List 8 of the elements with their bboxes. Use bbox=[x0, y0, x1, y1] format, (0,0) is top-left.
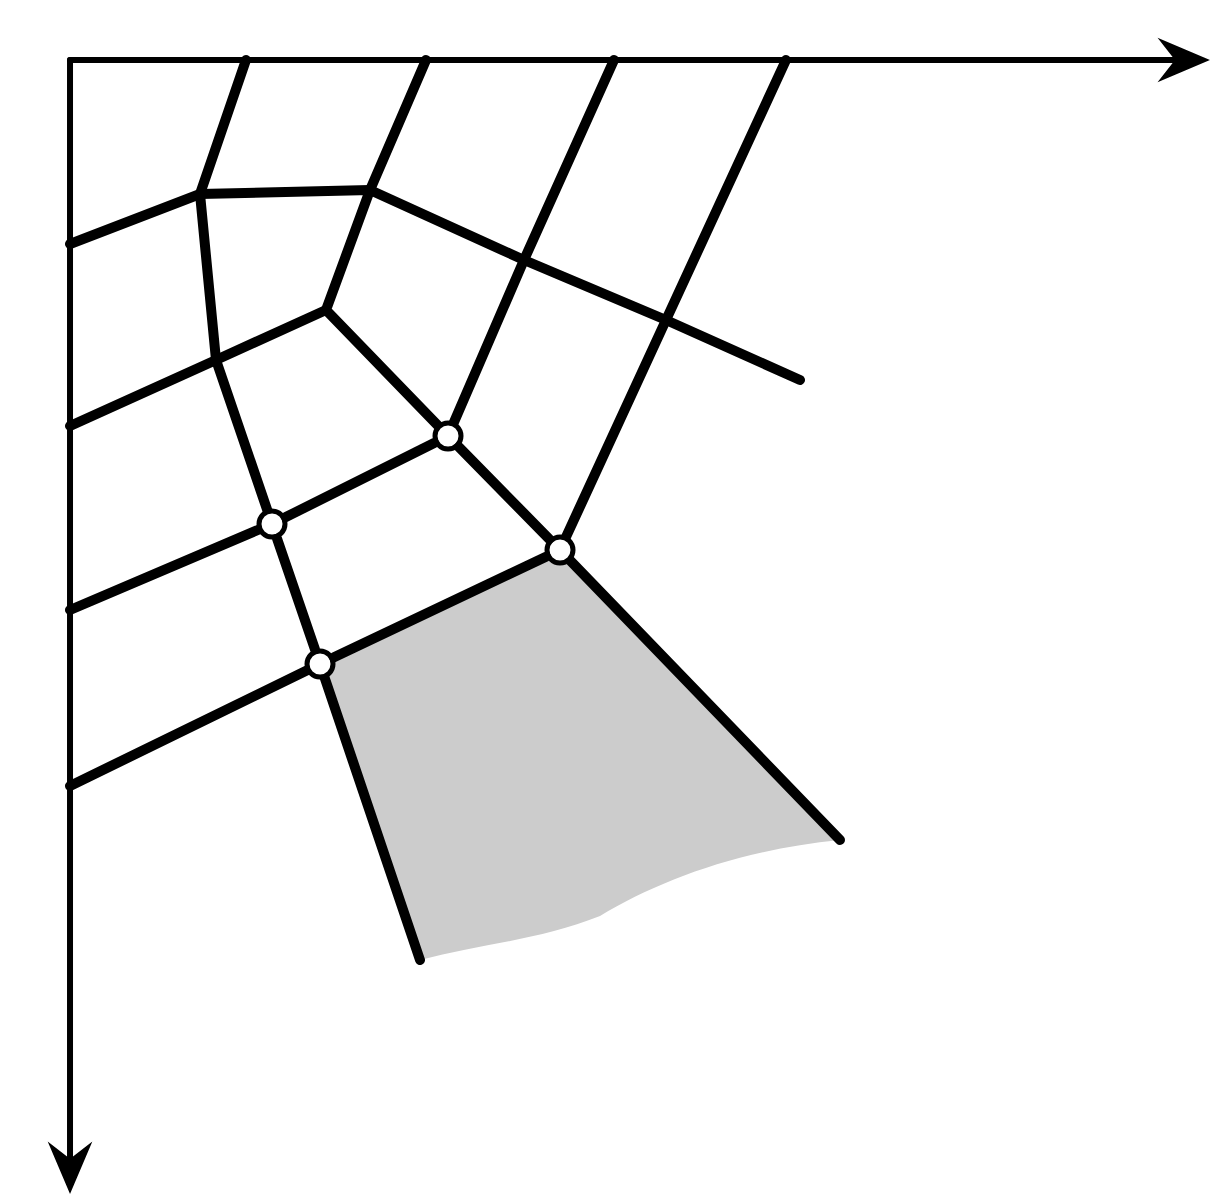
mesh-line bbox=[329, 551, 551, 663]
mesh-line bbox=[272, 533, 320, 655]
vertex-circle bbox=[256, 508, 288, 540]
vertex-circle bbox=[544, 534, 576, 566]
mesh-line bbox=[280, 437, 440, 523]
mesh-line bbox=[453, 442, 555, 544]
vertex-circle bbox=[432, 420, 464, 452]
vertex-circle bbox=[304, 648, 336, 680]
